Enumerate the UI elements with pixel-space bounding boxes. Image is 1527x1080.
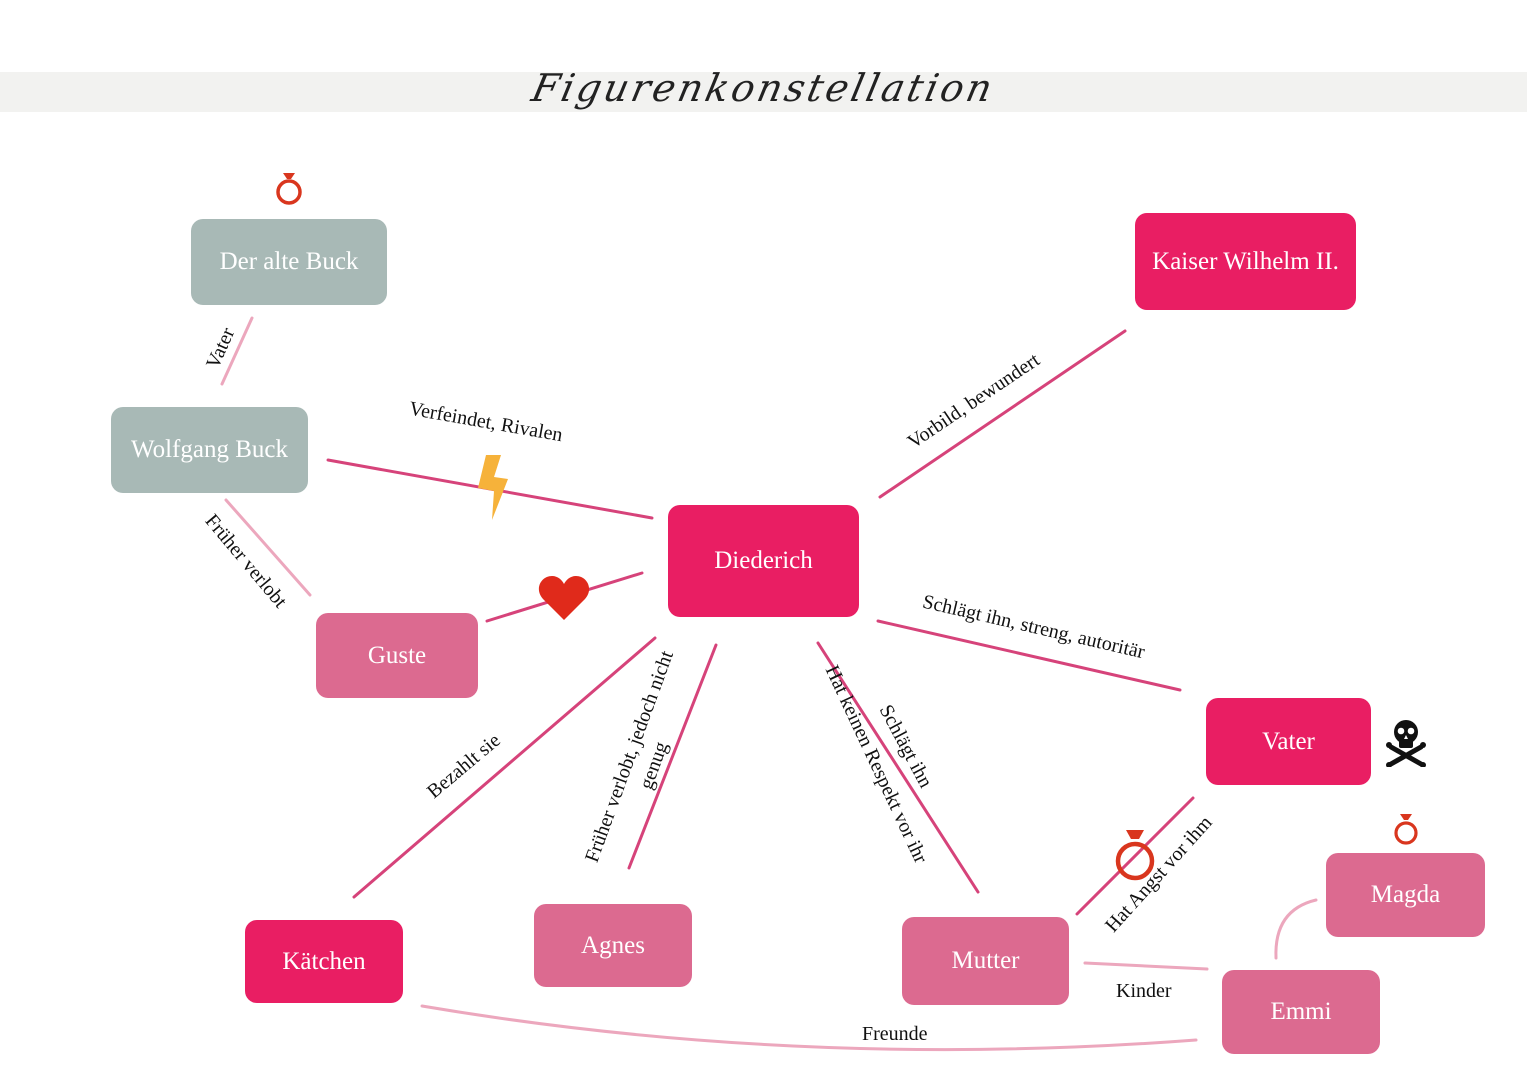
ring-icon (1115, 830, 1155, 881)
ring-icon (276, 173, 302, 205)
node-agnes: Agnes (534, 904, 692, 987)
node-magda: Magda (1326, 853, 1485, 937)
node-kaiser-wilhelm: Kaiser Wilhelm II. (1135, 213, 1356, 310)
line-emmi-magda (1274, 898, 1318, 960)
label-kinder: Kinder (1116, 980, 1172, 1002)
line-mutter-vater (1075, 796, 1195, 916)
lightning-icon (478, 455, 508, 520)
line-diederich-vater (876, 619, 1182, 692)
line-diederich-mutter (816, 641, 980, 894)
skull-crossbones-icon (1386, 720, 1426, 767)
heart-icon (538, 576, 590, 620)
label-freunde: Freunde (862, 1023, 928, 1045)
line-diederich-kaiser (878, 329, 1127, 499)
title-band (0, 72, 1527, 112)
ring-icon (1394, 814, 1418, 845)
node-diederich: Diederich (668, 505, 859, 617)
line-alterbuck-wolfgang (220, 316, 254, 386)
node-vater: Vater (1206, 698, 1371, 785)
node-guste: Guste (316, 613, 478, 698)
line-kaetchen-emmi (420, 1004, 1198, 1052)
line-mutter-emmi (1083, 961, 1209, 971)
line-wolfgang-guste (224, 498, 312, 597)
node-kaetchen: Kätchen (245, 920, 403, 1003)
node-der-alte-buck: Der alte Buck (191, 219, 387, 305)
node-mutter: Mutter (902, 917, 1069, 1005)
line-diederich-kaetchen (352, 636, 657, 899)
node-emmi: Emmi (1222, 970, 1380, 1054)
line-diederich-agnes (627, 643, 718, 870)
node-wolfgang-buck: Wolfgang Buck (111, 407, 308, 493)
